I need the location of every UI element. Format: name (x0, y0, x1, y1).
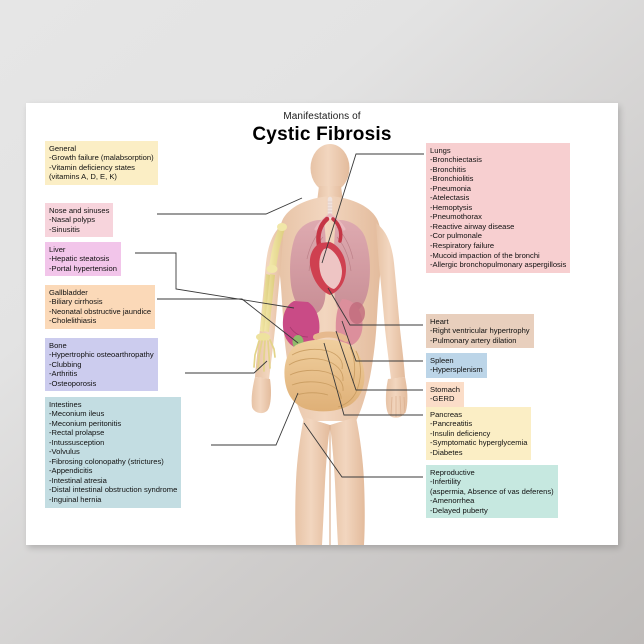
label-item: -Bronchiectasis (430, 155, 482, 165)
label-item: -GERD (430, 394, 455, 404)
label-item: -Infertility (430, 477, 461, 487)
label-item: -Intestinal atresia (49, 475, 107, 485)
label-item: -Reactive airway disease (430, 221, 515, 231)
label-box-reproductive[interactable]: Reproductive -Infertility (aspermia, Abs… (426, 465, 558, 519)
intestines-organ (284, 339, 365, 412)
label-item: -Bronchitis (430, 164, 466, 174)
label-heading: Intestines (49, 399, 82, 409)
label-heading: General (49, 143, 77, 153)
right-hand (385, 377, 408, 418)
label-heading: Reproductive (430, 467, 475, 477)
label-item: -Pulmonary artery dilation (430, 335, 517, 345)
label-item: -Meconium peritonitis (49, 418, 122, 428)
label-item: -Delayed puberty (430, 505, 488, 515)
label-box-nose-and-sinuses[interactable]: Nose and sinuses -Nasal polyps -Sinusiti… (45, 203, 114, 238)
label-item: -Appendicitis (49, 466, 93, 476)
label-item: -Insulin deficiency (430, 428, 491, 438)
label-item: -Osteoporosis (49, 378, 97, 388)
label-box-stomach[interactable]: Stomach -GERD (426, 382, 464, 407)
label-item: -Hypersplenism (430, 365, 483, 375)
label-heading: Lungs (430, 145, 451, 155)
poster-sheet: Manifestations of Cystic Fibrosis (26, 103, 618, 545)
label-box-intestines[interactable]: Intestines -Meconium ileus -Meconium per… (45, 397, 182, 508)
label-heading: Stomach (430, 384, 460, 394)
label-item: -Hypertrophic osteoarthropathy (49, 350, 154, 360)
human-anatomy-figure (251, 144, 408, 545)
label-item: -Respiratory failure (430, 240, 495, 250)
label-item: -Diabetes (430, 447, 463, 457)
connector-lines (135, 153, 424, 478)
label-item: -Volvulus (49, 447, 80, 457)
label-item: (aspermia, Absence of vas deferens) (430, 486, 554, 496)
label-item: -Meconium ileus (49, 409, 105, 419)
label-box-gallbladder[interactable]: Gallbladder -Biliary cirrhosis -Neonatal… (45, 285, 156, 329)
label-item: -Pneumonia (430, 183, 471, 193)
label-item: -Symptomatic hyperglycemia (430, 438, 528, 448)
wire-nose (157, 197, 303, 215)
label-item: -Neonatal obstructive jaundice (49, 306, 152, 316)
label-item: -Intussusception (49, 437, 105, 447)
label-box-liver[interactable]: Liver -Hepatic steatosis -Portal hyperte… (45, 242, 121, 277)
label-heading: Nose and sinuses (49, 205, 110, 215)
label-item: -Hepatic steatosis (49, 254, 110, 264)
label-item: -Fibrosing colonopathy (strictures) (49, 456, 164, 466)
label-heading: Bone (49, 340, 67, 350)
label-item: -Cholelithiasis (49, 316, 97, 326)
label-item: -Vitamin deficiency states (49, 162, 135, 172)
label-item: -Nasal polyps (49, 215, 96, 225)
label-item: -Distal intestinal obstruction syndrome (49, 485, 178, 495)
label-item: -Pancreatitis (430, 419, 473, 429)
label-item: -Atelectasis (430, 193, 470, 203)
label-item: -Cor pulmonale (430, 231, 482, 241)
label-heading: Spleen (430, 355, 454, 365)
label-heading: Liver (49, 244, 66, 254)
label-item: -Mucoid impaction of the bronchi (430, 250, 540, 260)
label-box-general[interactable]: General -Growth failure (malabsorption) … (45, 141, 158, 185)
label-item: -Portal hypertension (49, 263, 117, 273)
label-item: -Clubbing (49, 359, 82, 369)
label-item: -Biliary cirrhosis (49, 297, 103, 307)
label-item: -Inguinal hernia (49, 494, 102, 504)
pancreas-organ (313, 331, 349, 342)
label-item: -Right ventricular hypertrophy (430, 326, 530, 336)
heart-organ (309, 216, 346, 295)
label-item: -Growth failure (malabsorption) (49, 153, 154, 163)
label-item: -Allergic bronchopulmonary aspergillosis (430, 260, 567, 270)
label-heading: Pancreas (430, 409, 463, 419)
label-item: -Hemoptysis (430, 202, 473, 212)
label-box-heart[interactable]: Heart -Right ventricular hypertrophy -Pu… (426, 314, 534, 349)
label-heading: Heart (430, 316, 449, 326)
label-box-lungs[interactable]: Lungs -Bronchiectasis -Bronchitis -Bronc… (426, 143, 571, 273)
label-item: -Sinusitis (49, 224, 80, 234)
label-box-bone[interactable]: Bone -Hypertrophic osteoarthropathy -Clu… (45, 338, 158, 392)
label-item: -Amenorrhea (430, 496, 475, 506)
liver-organ (282, 301, 320, 350)
label-heading: Gallbladder (49, 287, 88, 297)
label-box-spleen[interactable]: Spleen -Hypersplenism (426, 353, 487, 378)
label-item: -Arthritis (49, 369, 78, 379)
label-item: -Rectal prolapse (49, 428, 105, 438)
label-item: -Pneumothorax (430, 212, 482, 222)
label-item: (vitamins A, D, E, K) (49, 172, 117, 182)
label-box-pancreas[interactable]: Pancreas -Pancreatitis -Insulin deficien… (426, 407, 532, 461)
label-item: -Bronchiolitis (430, 174, 474, 184)
